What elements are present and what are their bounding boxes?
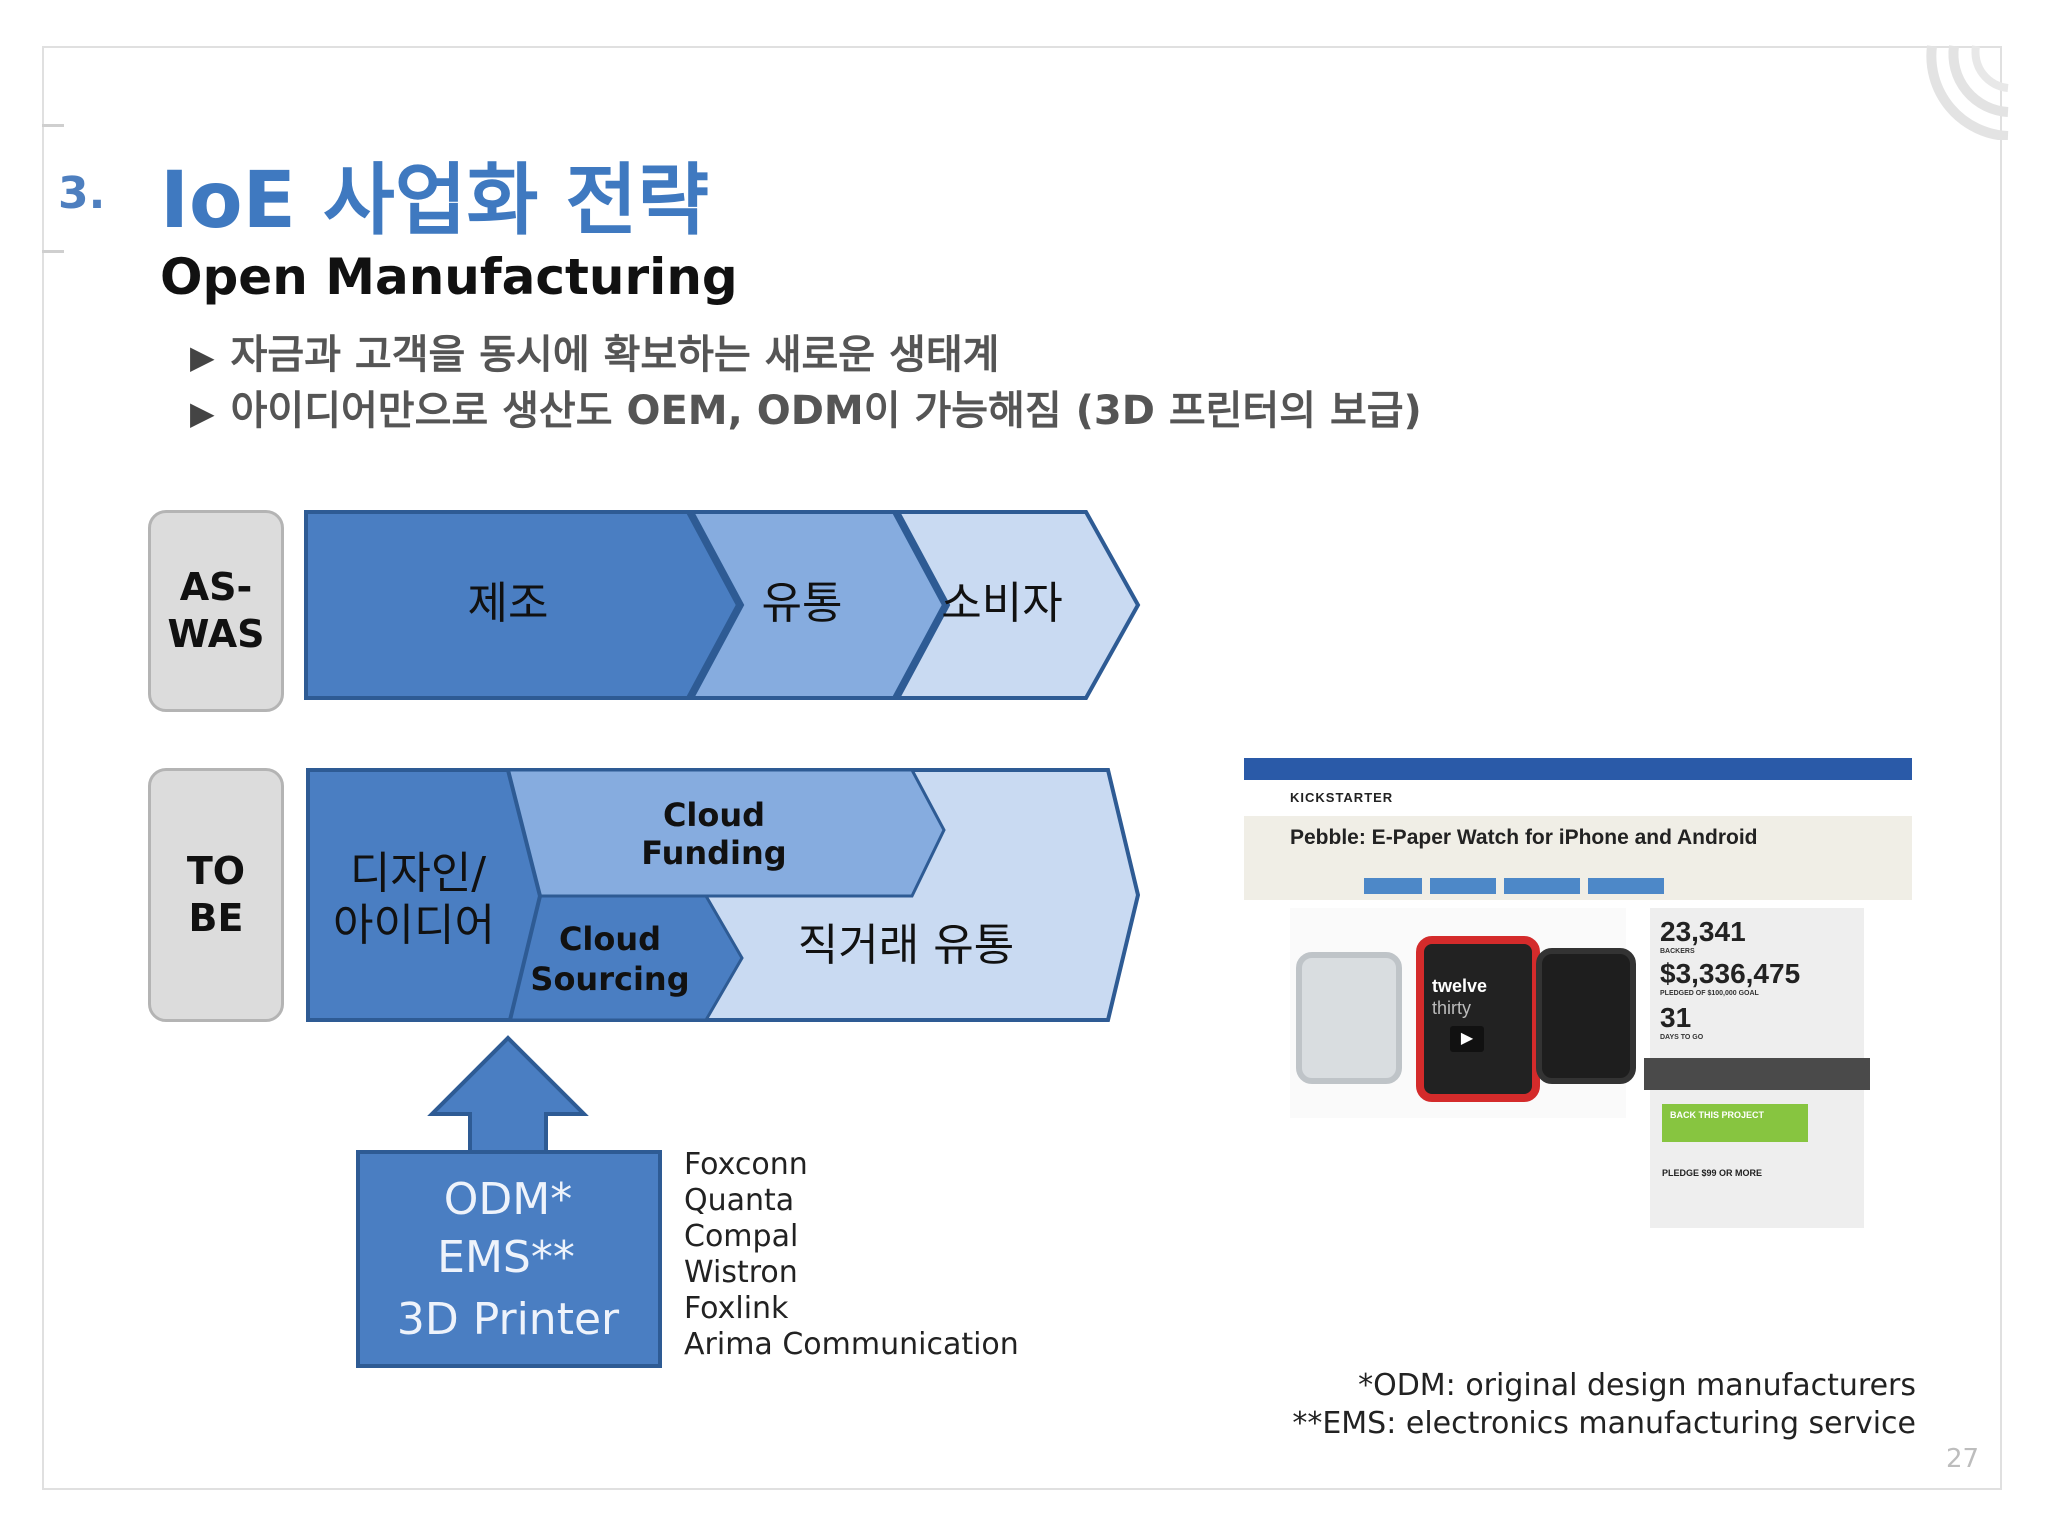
company-item: Quanta [684, 1183, 794, 1218]
bullet-text: 자금과 고객을 동시에 확보하는 새로운 생태계 [230, 332, 1000, 378]
bullet-item: ▶ 아이디어만으로 생산도 OEM, ODM이 가능해짐 (3D 프린터의 보급) [190, 378, 1422, 436]
stage-distribution-chevron [688, 510, 947, 700]
as-was-badge: AS-WAS [148, 510, 284, 712]
company-item: Wistron [684, 1255, 798, 1290]
up-arrow-icon [427, 1035, 589, 1154]
ks-pledge-label: PLEDGE $99 OR MORE [1662, 1168, 1763, 1178]
cloud-sourcing-chevron [508, 894, 744, 1022]
slide-title: IoE 사업화 전략 [160, 156, 710, 246]
watch-face-text-2: thirty [1432, 998, 1472, 1018]
supplier-box [356, 1150, 662, 1368]
ks-logo: KICKSTARTER [1290, 790, 1394, 805]
ks-pledged-value: $3,336,475 [1660, 958, 1801, 989]
company-item: Foxlink [684, 1291, 789, 1326]
supplier-group: ODM* EMS** 3D Printer [356, 1035, 662, 1368]
watch-face-text-1: twelve [1432, 976, 1488, 996]
company-item: Compal [684, 1219, 798, 1254]
bullet-item: ▶ 자금과 고객을 동시에 확보하는 새로운 생태계 [190, 322, 999, 380]
ks-tab [1588, 878, 1664, 894]
design-label-2: 아이디어 [333, 900, 495, 951]
bullet-arrow-icon: ▶ [190, 394, 215, 432]
slide-frame [42, 46, 2002, 1490]
stage-consumer-label: 소비자 [941, 578, 1062, 629]
ks-funded-notice [1644, 1058, 1870, 1090]
ks-backers-value: 23,341 [1660, 916, 1746, 947]
ks-backers-label: BACKERS [1660, 948, 1695, 955]
play-icon[interactable]: ▶ [1450, 1026, 1484, 1052]
to-be-label-2: BE [188, 896, 244, 940]
direct-distribution-label: 직거래 유통 [798, 920, 1014, 971]
cloud-funding-label-2: Funding [641, 834, 786, 872]
ks-tab [1430, 878, 1496, 894]
company-item: Foxconn [684, 1147, 808, 1182]
ks-tab [1364, 878, 1422, 894]
cloud-sourcing-label-1: Cloud [559, 920, 661, 958]
to-be-label-1: TO [186, 848, 246, 893]
design-idea-block [306, 768, 543, 1022]
bullet-text: 아이디어만으로 생산도 OEM, ODM이 가능해짐 (3D 프린터의 보급) [230, 388, 1422, 434]
supplier-label-1: ODM* [444, 1174, 572, 1225]
as-was-label-2: WAS [167, 612, 265, 656]
ks-back-project-label: BACK THIS PROJECT [1670, 1110, 1765, 1120]
ks-days-label: DAYS TO GO [1660, 1034, 1704, 1041]
frame-tick-bottom [42, 250, 64, 253]
ks-tab [1504, 878, 1580, 894]
design-label-1: 디자인/ [350, 848, 486, 899]
watch-black-image [1536, 948, 1636, 1084]
as-was-flow: 제조 유통 소비자 [304, 510, 1141, 700]
frame-tick-top [42, 124, 64, 127]
footnote-odm: *ODM: original design manufacturers [1358, 1368, 1916, 1403]
slide-subtitle: Open Manufacturing [160, 248, 738, 306]
ks-top-bar [1244, 758, 1912, 780]
watch-red-image [1416, 936, 1540, 1102]
footnote-ems: **EMS: electronics manufacturing service [1292, 1406, 1916, 1441]
supplier-label-2: EMS** [437, 1232, 575, 1283]
supplier-label-3: 3D Printer [397, 1294, 620, 1345]
ks-back-project-button[interactable]: BACK THIS PROJECT [1662, 1104, 1808, 1142]
cloud-funding-label-1: Cloud [663, 796, 765, 834]
company-item: Arima Communication [684, 1327, 1019, 1362]
ks-pledged-label: PLEDGED OF $100,000 GOAL [1660, 990, 1759, 997]
stage-distribution-label: 유통 [762, 578, 843, 629]
corner-arc-decoration [1926, 45, 2009, 140]
to-be-flow: 디자인/ 아이디어 Cloud Funding Cloud Sourcing 직… [306, 768, 1141, 1022]
watch-white-image [1296, 952, 1402, 1084]
kickstarter-screenshot: KICKSTARTER Pebble: E-Paper Watch for iP… [1244, 758, 1912, 1228]
ks-project-title: Pebble: E-Paper Watch for iPhone and And… [1290, 826, 1758, 849]
as-was-label-1: AS- [179, 564, 253, 609]
page-number: 27 [1946, 1444, 1980, 1474]
stage-manufacture-chevron [304, 510, 741, 700]
bullet-arrow-icon: ▶ [190, 338, 215, 376]
stage-consumer-chevron [894, 510, 1141, 700]
ks-days-value: 31 [1660, 1002, 1692, 1033]
company-list: Foxconn Quanta Compal Wistron Foxlink Ar… [684, 1147, 1019, 1362]
stage-manufacture-label: 제조 [468, 578, 549, 629]
cloud-sourcing-label-2: Sourcing [530, 960, 689, 998]
section-number: 3. [58, 168, 106, 219]
